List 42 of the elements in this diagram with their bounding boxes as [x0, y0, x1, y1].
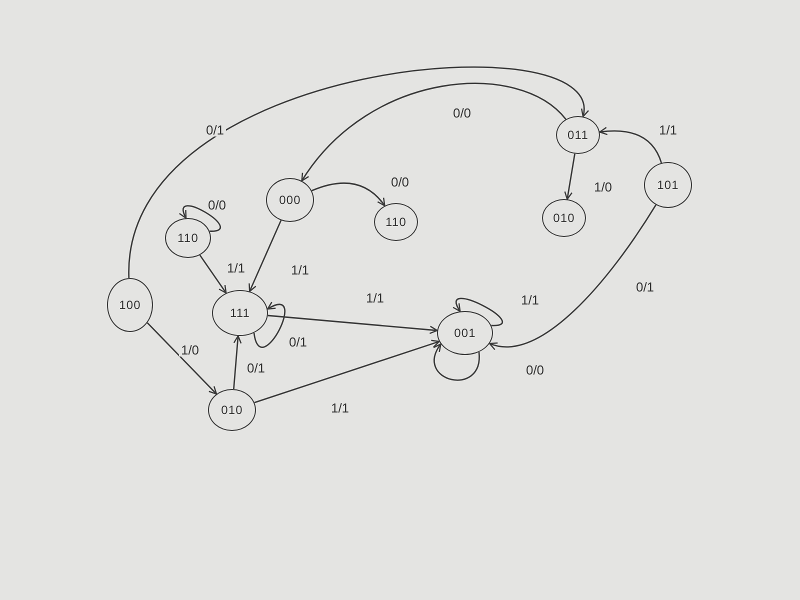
self-loop-arrow [433, 343, 480, 381]
transition-arrow [301, 82, 566, 182]
edge-label: 1/1 [288, 264, 312, 276]
state-circle: 000 [266, 178, 314, 222]
edge-label: 0/0 [524, 364, 546, 376]
transition-arrow [254, 340, 440, 404]
state-circle: 010 [542, 199, 586, 237]
edge-label: 1/1 [656, 124, 680, 136]
edge-label: 1/0 [178, 344, 202, 356]
edge-label: 1/1 [518, 294, 542, 306]
edge-label: 0/1 [244, 362, 268, 374]
transition-arrow [233, 335, 242, 390]
transition-arrow [311, 182, 386, 206]
edge-label: 1/1 [328, 402, 352, 414]
state-circle: 001 [437, 311, 493, 355]
transition-arrow [146, 322, 218, 395]
edge-label: 0/1 [634, 280, 656, 294]
self-loop-arrow [179, 205, 221, 232]
state-circle: 101 [644, 162, 692, 208]
state-circle: 111 [212, 290, 268, 336]
edge-label: 0/0 [388, 176, 412, 188]
edge-label: 1/1 [364, 292, 386, 304]
self-loop-arrow [253, 302, 286, 348]
edge-label: 0/1 [204, 124, 226, 136]
transition-arrow [599, 127, 662, 164]
edge-label: 0/0 [450, 106, 474, 120]
edge-label: 1/0 [592, 180, 614, 194]
state-circle: 100 [107, 278, 153, 332]
state-circle: 110 [165, 218, 211, 258]
state-circle: 010 [208, 389, 256, 431]
transition-arrow [128, 66, 586, 278]
state-circle: 110 [374, 203, 418, 241]
transition-arrow [199, 254, 227, 294]
transition-arrow [564, 154, 576, 200]
edge-label: 1/1 [224, 262, 248, 274]
state-circle: 011 [556, 116, 600, 154]
edge-label: 0/1 [286, 336, 310, 348]
transition-arrow [488, 204, 656, 350]
transition-arrow [248, 220, 282, 292]
transition-arrow [268, 314, 438, 334]
self-loop-arrow [452, 298, 503, 326]
edge-label: 0/0 [206, 198, 228, 212]
